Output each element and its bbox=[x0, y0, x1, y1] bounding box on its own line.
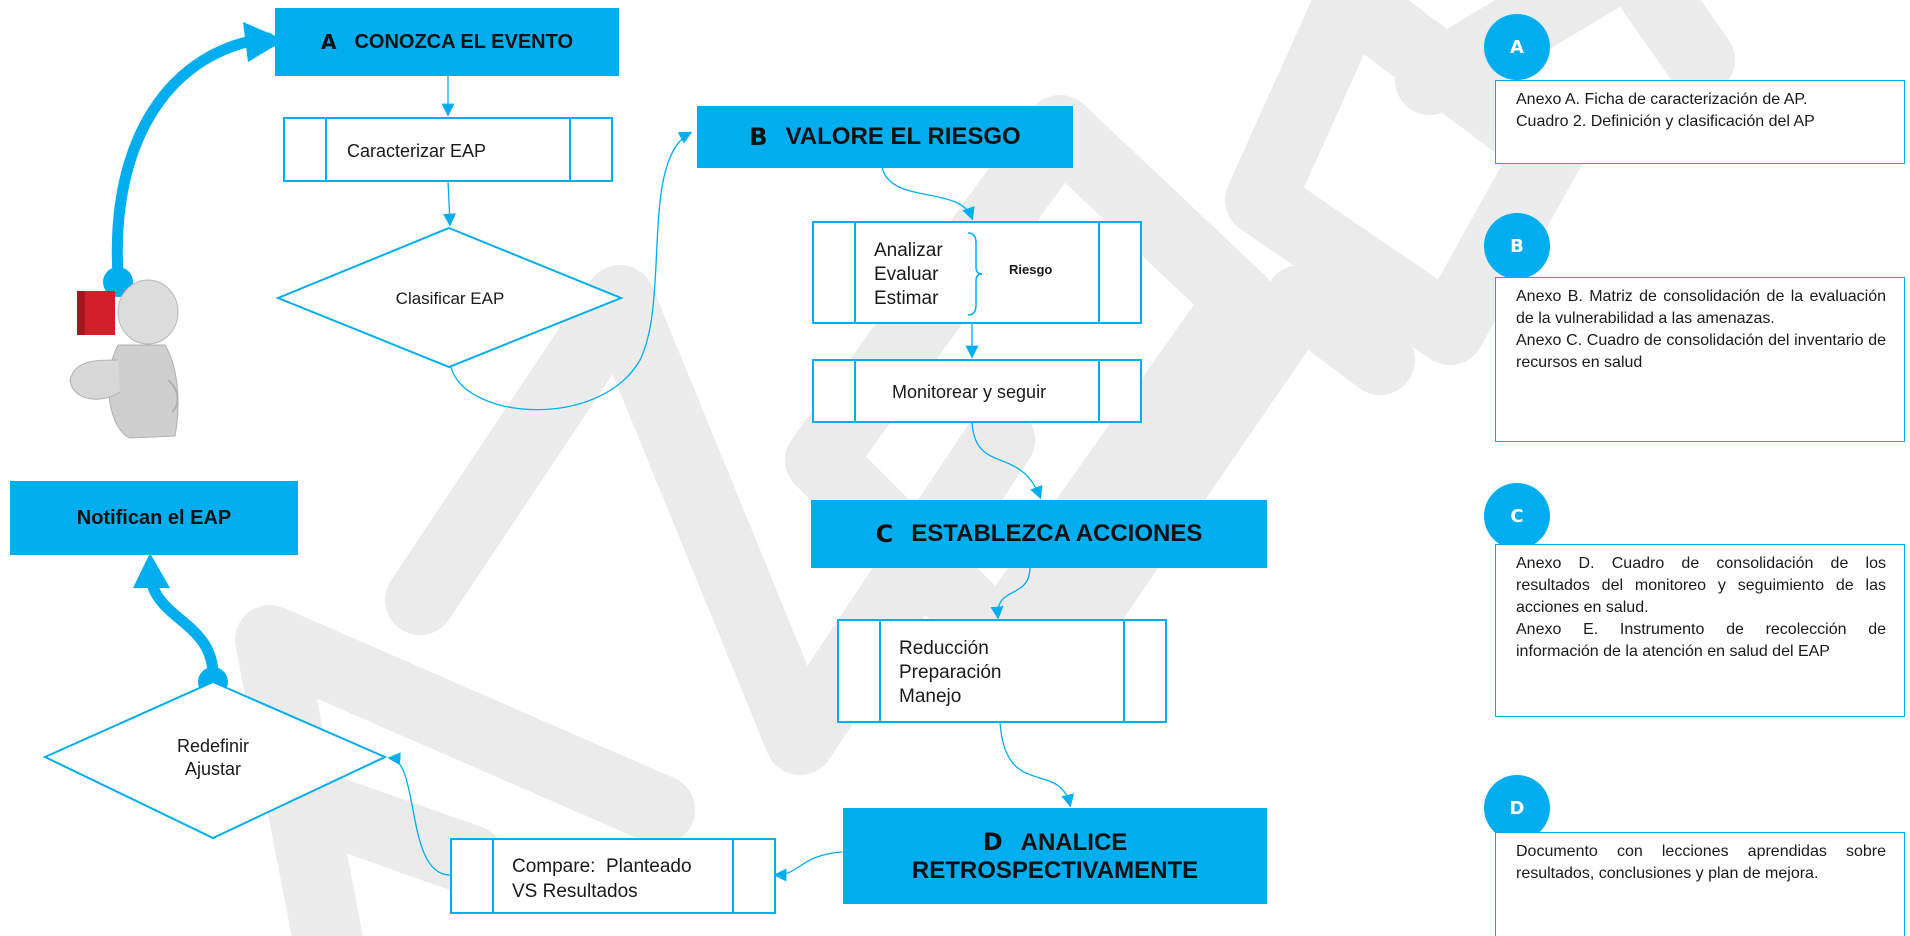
step-c-letter: C bbox=[875, 520, 894, 548]
riesgo-label: Riesgo bbox=[1009, 262, 1053, 277]
annex-a-box: Anexo A. Ficha de caracterización de AP.… bbox=[1495, 80, 1905, 164]
annex-c-box: Anexo D. Cuadro de consolidación de los … bbox=[1495, 544, 1905, 717]
redefinir-line1: Redefinir bbox=[176, 736, 250, 756]
riesgo-brace bbox=[967, 232, 983, 316]
redefinir-line2: Ajustar bbox=[184, 759, 242, 779]
acciones-process: Reducción Preparación Manejo bbox=[837, 619, 1167, 723]
step-a-header: A CONOZCA EL EVENTO bbox=[275, 8, 619, 76]
connector-b-analizar bbox=[881, 166, 975, 221]
annex-b-badge: B bbox=[1484, 213, 1550, 279]
annex-d-badge: D bbox=[1484, 775, 1550, 841]
cycle-dot-figure bbox=[103, 267, 133, 297]
annex-b-line1: Anexo B. Matriz de consolidación de la e… bbox=[1516, 288, 1886, 327]
monitorear-process: Monitorear y seguir bbox=[812, 359, 1142, 423]
connector-c-acciones bbox=[990, 566, 1031, 620]
connector-clasificar-b bbox=[450, 131, 693, 411]
step-d-title-line2: RETROSPECTIVAMENTE bbox=[911, 856, 1199, 884]
riesgo-verbs: Analizar Evaluar Estimar bbox=[874, 239, 943, 311]
clasificar-label: Clasificar EAP bbox=[395, 289, 505, 308]
accion-preparacion: Preparación bbox=[899, 662, 1002, 683]
notifican-label: Notifican el EAP bbox=[76, 506, 232, 529]
annex-c-line1: Anexo D. Cuadro de consolidación de los … bbox=[1516, 555, 1886, 616]
acciones-list: Reducción Preparación Manejo bbox=[899, 637, 1001, 709]
annex-d-box: Documento con lecciones aprendidas sobre… bbox=[1495, 832, 1905, 936]
notifican-box: Notifican el EAP bbox=[10, 481, 298, 555]
step-c-header: C ESTABLEZCA ACCIONES bbox=[811, 500, 1267, 568]
redefinir-label: Redefinir Ajustar bbox=[148, 735, 278, 781]
annex-b-box: Anexo B. Matriz de consolidación de la e… bbox=[1495, 277, 1905, 442]
redefinir-diamond bbox=[42, 680, 388, 840]
connector-caracterizar-clasificar bbox=[443, 180, 457, 227]
annex-a-badge: A bbox=[1484, 14, 1550, 80]
compare-text: Compare: Planteado VS Resultados bbox=[512, 854, 692, 904]
connector-compare-redefinir bbox=[387, 752, 451, 876]
annex-b-line2: Anexo C. Cuadro de consolidación del inv… bbox=[1516, 332, 1886, 371]
person-red-card-figure bbox=[69, 279, 179, 439]
clasificar-diamond bbox=[275, 226, 624, 369]
step-b-title: VALORE EL RIESGO bbox=[785, 123, 1021, 150]
step-c-title: ESTABLEZCA ACCIONES bbox=[911, 520, 1203, 547]
connector-monitorear-c bbox=[971, 421, 1043, 500]
riesgo-verb-analizar: Analizar bbox=[874, 240, 943, 261]
accion-manejo: Manejo bbox=[899, 686, 962, 707]
step-b-letter: B bbox=[749, 123, 768, 151]
compare-line2: VS Resultados bbox=[512, 881, 638, 902]
caracterizar-process: Caracterizar EAP bbox=[283, 117, 613, 182]
compare-line1: Compare: Planteado bbox=[512, 856, 692, 877]
step-b-header: B VALORE EL RIESGO bbox=[697, 106, 1073, 168]
cycle-arrow-to-a bbox=[111, 32, 274, 281]
caracterizar-label: Caracterizar EAP bbox=[347, 141, 487, 161]
step-a-letter: A bbox=[320, 30, 337, 54]
connector-d-compare bbox=[773, 851, 843, 882]
cycle-arrowhead-a bbox=[243, 22, 285, 62]
compare-process: Compare: Planteado VS Resultados bbox=[450, 838, 776, 914]
annex-c-line2: Anexo E. Instrumento de recolección de i… bbox=[1516, 621, 1886, 660]
annex-d-line1: Documento con lecciones aprendidas sobre… bbox=[1516, 843, 1886, 882]
annex-a-line1: Anexo A. Ficha de caracterización de AP. bbox=[1516, 91, 1808, 108]
annex-c-badge: C bbox=[1484, 483, 1550, 549]
step-d-header: D ANALICE RETROSPECTIVAMENTE bbox=[843, 808, 1267, 904]
step-d-letter: D bbox=[982, 827, 1003, 856]
connector-acciones-d bbox=[999, 721, 1075, 808]
riesgo-verb-estimar: Estimar bbox=[874, 288, 939, 309]
accion-reduccion: Reducción bbox=[899, 638, 989, 659]
step-a-title: CONOZCA EL EVENTO bbox=[354, 30, 574, 53]
cycle-arrowhead-notifican bbox=[133, 553, 170, 588]
monitorear-label: Monitorear y seguir bbox=[892, 382, 1047, 402]
riesgo-process: Analizar Evaluar Estimar Riesgo bbox=[812, 221, 1142, 324]
step-d-title-line1: ANALICE bbox=[1020, 828, 1128, 856]
riesgo-verb-evaluar: Evaluar bbox=[874, 264, 939, 285]
annex-a-line2: Cuadro 2. Definición y clasificación del… bbox=[1516, 113, 1815, 130]
